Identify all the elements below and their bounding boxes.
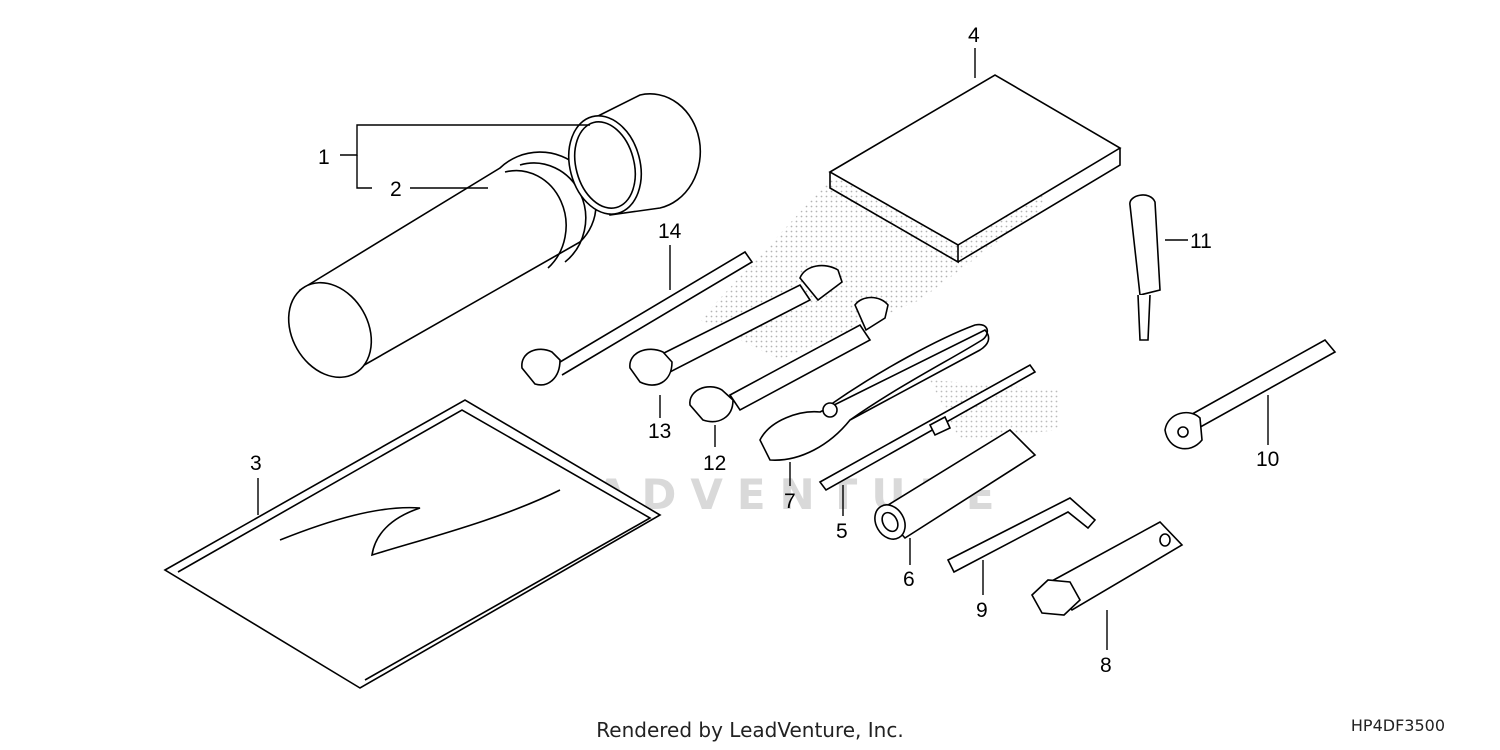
screwdriver-11 <box>1129 194 1161 341</box>
wrench-12 <box>689 296 889 423</box>
shadow-area <box>930 380 1060 440</box>
callout-5: 5 <box>836 520 848 543</box>
callout-12: 12 <box>703 452 726 475</box>
spanner-10 <box>1164 338 1337 450</box>
callout-11: 11 <box>1190 230 1212 253</box>
callout-13: 13 <box>648 420 671 443</box>
owners-manual <box>828 74 1122 264</box>
callout-8: 8 <box>1100 654 1112 677</box>
callout-7: 7 <box>784 490 796 513</box>
spark-plug-wrench <box>1030 521 1184 616</box>
hex-key <box>946 497 1097 574</box>
callout-10: 10 <box>1256 448 1279 471</box>
callout-2: 2 <box>390 178 402 201</box>
callout-6: 6 <box>903 568 915 591</box>
leader-lines <box>257 48 1269 650</box>
callout-14: 14 <box>658 220 682 243</box>
callout-9: 9 <box>976 599 988 622</box>
screwdriver <box>818 363 1037 492</box>
tube-cap <box>568 93 702 216</box>
footer-credit: Rendered by LeadVenture, Inc. <box>596 718 904 742</box>
callout-4: 4 <box>968 24 980 47</box>
tool-bag <box>163 399 662 689</box>
tool-tube <box>287 151 597 379</box>
wrench-13 <box>629 264 843 386</box>
socket-6 <box>874 428 1037 540</box>
callout-3: 3 <box>250 452 262 475</box>
diagram-code: HP4DF3500 <box>1350 716 1445 735</box>
callout-1: 1 <box>318 146 330 169</box>
wrench-14 <box>521 250 754 386</box>
pliers <box>759 323 990 461</box>
